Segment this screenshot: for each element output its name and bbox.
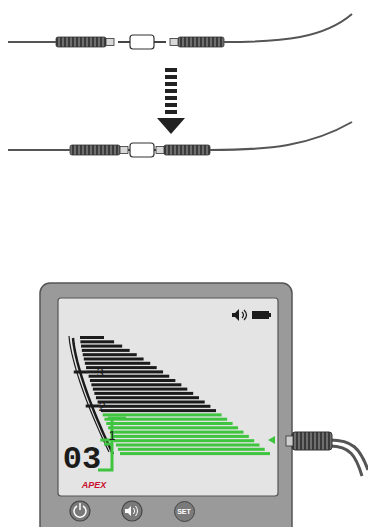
plug-body (56, 37, 106, 47)
apex-logo: APEX (82, 481, 107, 490)
plug-tip (170, 39, 178, 46)
scale-number: 3 (96, 366, 103, 379)
plug-tip (156, 147, 164, 154)
plug-body (178, 37, 224, 47)
set-button: SET (174, 501, 195, 522)
scale-tick (74, 371, 88, 374)
cable (8, 149, 55, 151)
apex-marker (268, 436, 275, 444)
scale-number: 2 (98, 400, 105, 413)
power-button (70, 501, 90, 521)
cable (210, 122, 352, 150)
plug-body (164, 145, 210, 155)
scale-number: 1 (109, 430, 116, 442)
adapter (130, 143, 154, 157)
cable-row (8, 122, 352, 157)
button-label: SET (177, 508, 191, 515)
cable (8, 41, 55, 43)
apex-locator (40, 283, 368, 527)
meter-bars (80, 336, 270, 455)
dashed-arrow (157, 68, 185, 134)
speaker-icon (232, 309, 239, 321)
apex-bracket (98, 418, 126, 470)
screen (58, 298, 278, 496)
scale-tick (86, 405, 100, 408)
adapter (130, 35, 154, 49)
cable (224, 14, 352, 42)
sound-button (122, 501, 142, 521)
plug-tip (106, 39, 114, 46)
scale-line (73, 338, 113, 454)
cable-row (8, 14, 352, 49)
cable-assembly (8, 14, 352, 157)
plug-body (70, 145, 120, 155)
battery-icon (252, 311, 269, 319)
device-housing (40, 283, 292, 527)
plug-tip (120, 147, 128, 154)
distance-readout: 03 (63, 444, 101, 476)
probe-cable (286, 432, 368, 476)
